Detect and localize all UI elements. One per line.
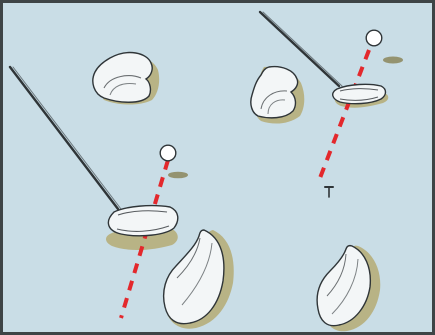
- ball-shadow-left: [168, 172, 188, 179]
- golf-ball-right: [366, 30, 382, 46]
- golf-ball-left: [160, 145, 176, 161]
- ball-shadow-right: [383, 57, 403, 64]
